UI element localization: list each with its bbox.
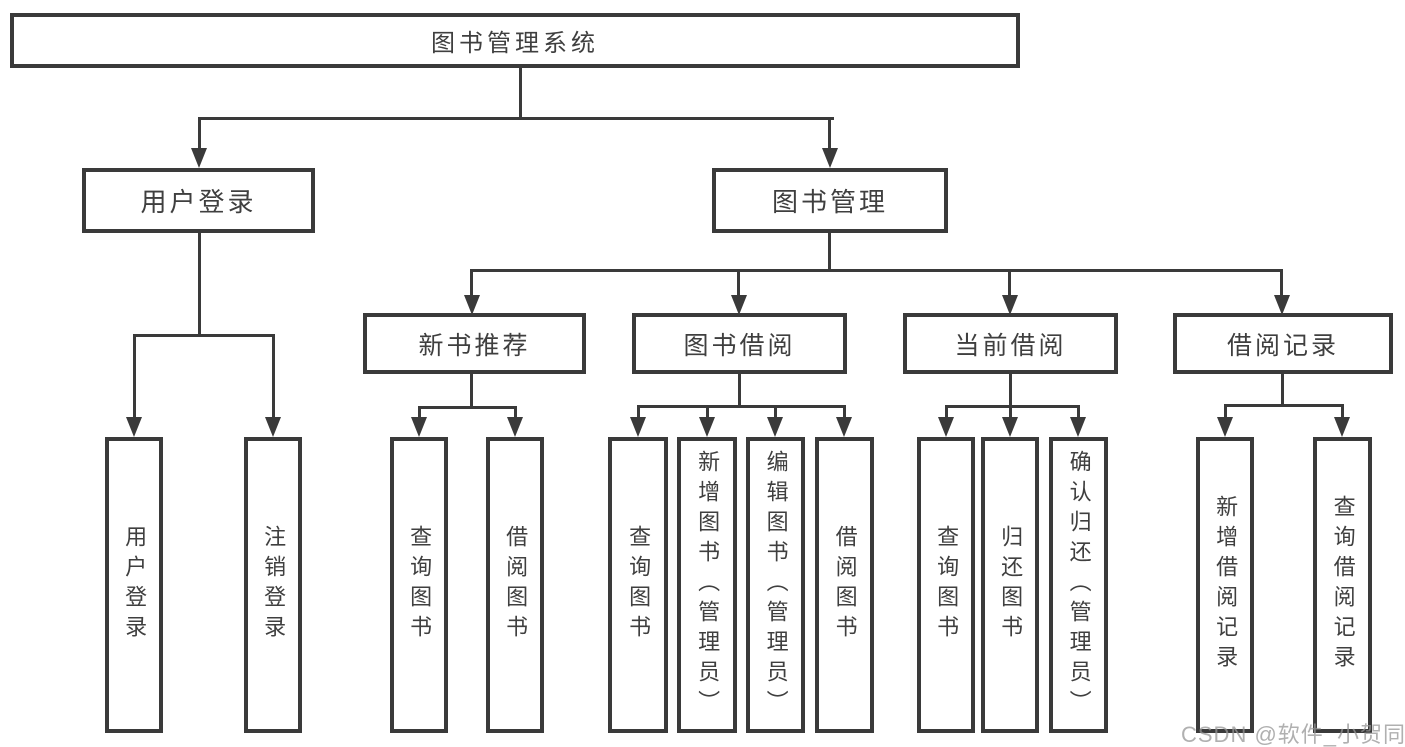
- node-book-management: 图书管理: [712, 168, 948, 233]
- connector-d-drop-2: [1009, 405, 1012, 420]
- arrow-borrow-books-1: [507, 417, 523, 437]
- connector-c-bar: [637, 405, 845, 408]
- connector-d-drop-3: [1077, 405, 1080, 420]
- arrow-return-books: [1002, 417, 1018, 437]
- node-library-management-system: 图书管理系统: [10, 13, 1020, 68]
- node-edit-books-admin: 编辑图书（管理员）: [746, 437, 805, 733]
- node-logout: 注销登录: [244, 437, 302, 733]
- connector-d-stem: [1009, 374, 1012, 407]
- node-query-borrow-record: 查询借阅记录: [1313, 437, 1372, 733]
- arrow-query-books-2: [630, 417, 646, 437]
- connector-c-stem: [738, 374, 741, 408]
- connector-d-drop-1: [945, 405, 948, 420]
- connector-c-drop-2: [706, 405, 709, 420]
- arrow-add-borrow-record: [1217, 417, 1233, 437]
- connector-d-bar: [945, 405, 1079, 408]
- connector-root-stem: [519, 66, 522, 118]
- connector-l3-drop-2: [737, 269, 740, 297]
- connector-b-stem: [470, 374, 473, 408]
- node-user-login-leaf: 用户登录: [105, 437, 163, 733]
- connector-l3-bar: [470, 269, 1283, 272]
- connector-e-drop-1: [1224, 404, 1227, 420]
- arrow-borrowing-records: [1274, 295, 1290, 315]
- connector-e-stem: [1281, 374, 1284, 406]
- arrow-book-borrowing: [731, 295, 747, 315]
- arrow-confirm-return-admin: [1070, 417, 1086, 437]
- connector-a-stem: [198, 233, 201, 336]
- connector-l2-drop-right: [828, 117, 831, 151]
- connector-l3-stem: [828, 233, 831, 270]
- node-user-login: 用户登录: [82, 168, 315, 233]
- connector-a-drop-1: [133, 334, 136, 420]
- connector-l3-drop-1: [470, 269, 473, 297]
- node-borrow-books-2: 借阅图书: [815, 437, 874, 733]
- arrow-book-management: [822, 148, 838, 168]
- csdn-watermark: CSDN @软件_小贺同学: [1181, 722, 1405, 747]
- connector-l2-drop-left: [198, 117, 201, 151]
- node-query-books-2: 查询图书: [608, 437, 668, 733]
- node-borrow-books-1: 借阅图书: [486, 437, 544, 733]
- connector-c-drop-3: [774, 405, 777, 420]
- connector-c-drop-4: [843, 405, 846, 420]
- node-book-borrowing: 图书借阅: [632, 313, 847, 374]
- connector-b-drop-1: [418, 406, 421, 420]
- node-add-borrow-record: 新增借阅记录: [1196, 437, 1254, 733]
- connector-c-drop-1: [637, 405, 640, 420]
- connector-e-drop-2: [1341, 404, 1344, 420]
- node-new-book-recommend: 新书推荐: [363, 313, 586, 374]
- arrow-user-login: [191, 148, 207, 168]
- connector-l3-drop-4: [1280, 269, 1283, 297]
- connector-a-drop-2: [272, 334, 275, 420]
- node-add-books-admin: 新增图书（管理员）: [677, 437, 737, 733]
- node-current-borrowing: 当前借阅: [903, 313, 1118, 374]
- arrow-logout: [265, 417, 281, 437]
- node-borrowing-records: 借阅记录: [1173, 313, 1393, 374]
- arrow-query-books-1: [411, 417, 427, 437]
- connector-e-bar: [1224, 404, 1343, 407]
- node-confirm-return-admin: 确认归还（管理员）: [1049, 437, 1108, 733]
- connector-l3-drop-3: [1008, 269, 1011, 297]
- node-query-books-3: 查询图书: [917, 437, 975, 733]
- node-return-books: 归还图书: [981, 437, 1039, 733]
- arrow-edit-books-admin: [767, 417, 783, 437]
- connector-a-bar: [133, 334, 275, 337]
- arrow-user-login-leaf: [126, 417, 142, 437]
- arrow-current-borrowing: [1002, 295, 1018, 315]
- arrow-add-books-admin: [699, 417, 715, 437]
- arrow-new-book-recommend: [464, 295, 480, 315]
- connector-b-bar: [418, 406, 517, 409]
- arrow-query-borrow-record: [1334, 417, 1350, 437]
- node-query-books-1: 查询图书: [390, 437, 448, 733]
- connector-l2-bar: [198, 117, 834, 120]
- arrow-borrow-books-2: [836, 417, 852, 437]
- arrow-query-books-3: [938, 417, 954, 437]
- connector-b-drop-2: [514, 406, 517, 420]
